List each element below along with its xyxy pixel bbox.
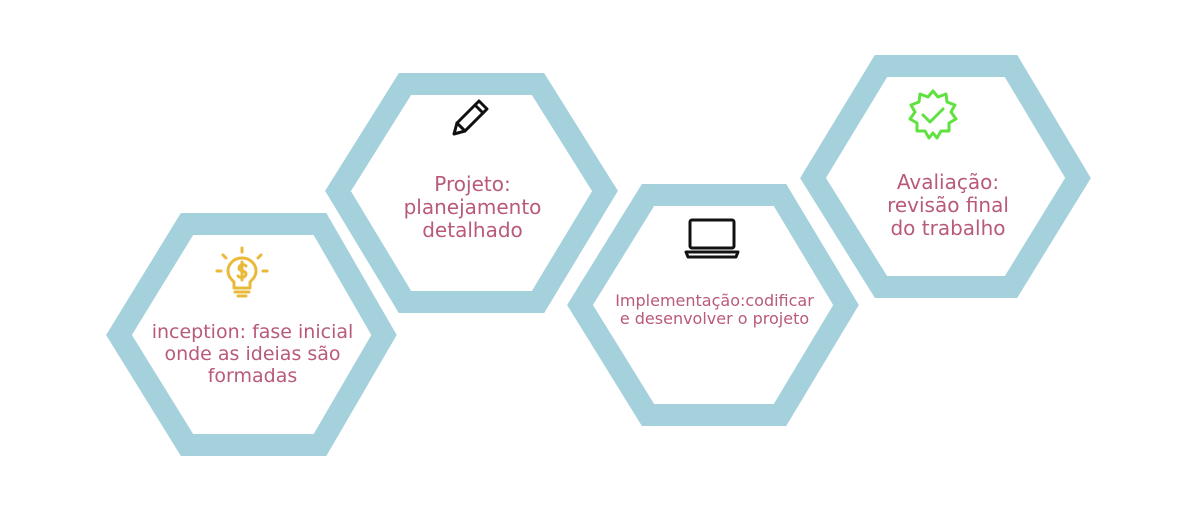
verified-badge-icon xyxy=(908,89,958,140)
step-implementacao-text: Implementação:codificar e desenvolver o … xyxy=(615,291,814,329)
laptop-icon xyxy=(684,218,740,259)
step-projeto-text: Projeto: planejamento detalhado xyxy=(403,172,542,242)
step-avaliacao-text: Avaliação: revisão final do trabalho xyxy=(887,170,1009,240)
hexagon-projeto xyxy=(325,73,618,313)
pencil-icon xyxy=(452,99,489,136)
hexagon-inception xyxy=(106,213,397,456)
hexagon-avaliacao xyxy=(800,55,1091,298)
step-inception-text: inception: fase inicial onde as ideias s… xyxy=(151,321,354,387)
hexagon-implementacao xyxy=(567,184,859,426)
lightbulb-dollar-icon xyxy=(215,246,269,298)
